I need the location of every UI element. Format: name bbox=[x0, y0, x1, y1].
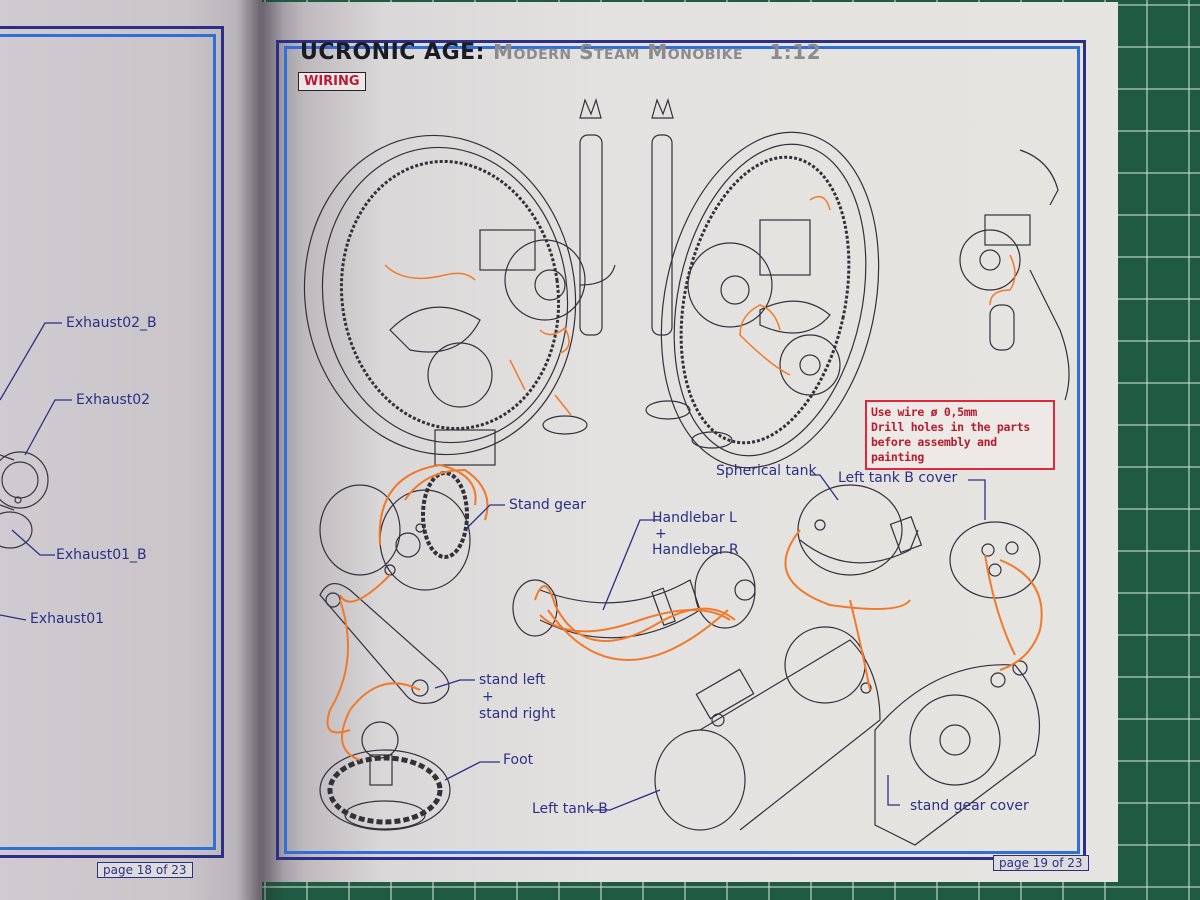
callout-exhaust01-b: Exhaust01_B bbox=[56, 547, 147, 563]
callout-handlebar-r: Handlebar R bbox=[652, 542, 739, 558]
callout-left-tank-b-cover: Left tank B cover bbox=[838, 470, 958, 486]
callout-stand-gear-cover: stand gear cover bbox=[910, 798, 1029, 814]
page-number-left: page 18 of 23 bbox=[97, 862, 193, 878]
section-tag-wiring: WIRING bbox=[298, 72, 366, 91]
left-page-frame-inner bbox=[0, 34, 216, 850]
callout-plus: + bbox=[655, 526, 667, 542]
instruction-line: before assembly and painting bbox=[871, 435, 997, 464]
model-scale: 1:12 bbox=[769, 40, 821, 64]
callout-exhaust01: Exhaust01 bbox=[30, 611, 105, 627]
callout-handlebar-l: Handlebar L bbox=[652, 510, 737, 526]
callout-plus: + bbox=[482, 689, 494, 705]
callout-spherical-tank: Spherical tank bbox=[716, 463, 817, 479]
right-page-frame-outer bbox=[276, 40, 1086, 860]
right-page-frame-inner bbox=[284, 46, 1080, 854]
document-header: UCRONIC AGE: Modern Steam Monobike 1:12 bbox=[300, 40, 821, 65]
wiring-instructions-box: Use wire ø 0,5mm Drill holes in the part… bbox=[865, 400, 1055, 470]
page-number-right: page 19 of 23 bbox=[993, 855, 1089, 871]
brand-title: UCRONIC AGE: bbox=[300, 40, 485, 65]
callout-exhaust02: Exhaust02 bbox=[76, 392, 151, 408]
callout-stand-left: stand left bbox=[479, 672, 546, 688]
callout-stand-right: stand right bbox=[479, 706, 556, 722]
callout-stand-gear: Stand gear bbox=[509, 497, 586, 513]
model-title: Modern Steam Monobike bbox=[493, 40, 744, 64]
callout-left-tank-b: Left tank B bbox=[532, 801, 608, 817]
callout-foot: Foot bbox=[503, 752, 534, 768]
instruction-line: Drill holes in the parts bbox=[871, 420, 1030, 434]
instruction-line: Use wire ø 0,5mm bbox=[871, 405, 977, 419]
callout-exhaust02-b: Exhaust02_B bbox=[66, 315, 157, 331]
left-page-frame-outer bbox=[0, 26, 224, 858]
